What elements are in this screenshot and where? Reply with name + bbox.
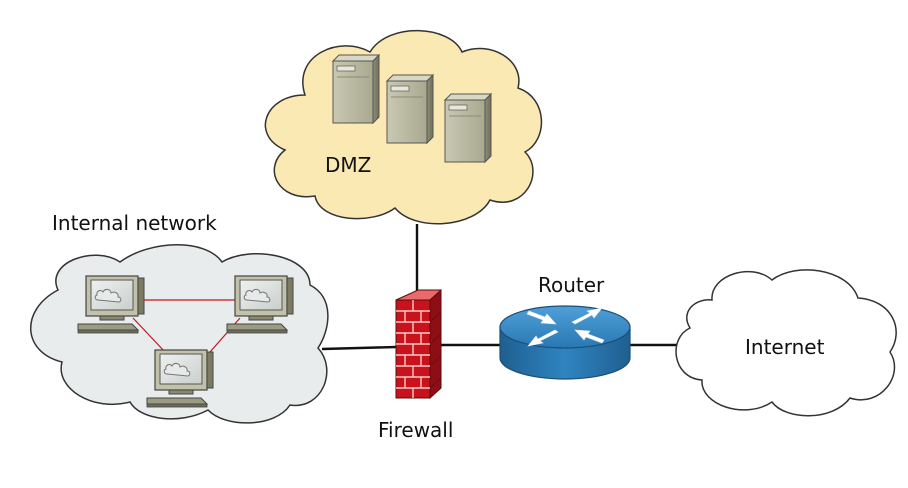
firewall-label: Firewall	[378, 418, 453, 442]
router-label: Router	[538, 273, 605, 297]
internet-label: Internet	[745, 335, 825, 359]
link-internal-firewall	[321, 345, 397, 351]
internet-cloud	[675, 269, 897, 417]
dmz-label: DMZ	[325, 153, 371, 177]
server-icon	[386, 74, 434, 144]
server-icon	[332, 54, 380, 124]
internal-network-cloud	[30, 244, 329, 424]
router-icon	[499, 305, 631, 380]
server-icon	[444, 93, 492, 163]
internal-network-label: Internal network	[52, 211, 217, 235]
lan-link	[132, 317, 166, 353]
firewall-icon	[395, 288, 442, 400]
